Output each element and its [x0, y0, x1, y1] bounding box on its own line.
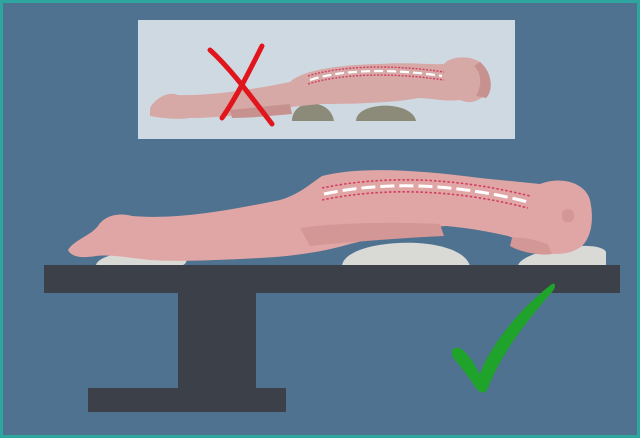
table-column	[178, 293, 256, 389]
inset-panel-incorrect	[138, 20, 515, 139]
table-top	[44, 265, 620, 293]
main-body-ear	[562, 209, 574, 222]
table-base	[88, 388, 286, 412]
